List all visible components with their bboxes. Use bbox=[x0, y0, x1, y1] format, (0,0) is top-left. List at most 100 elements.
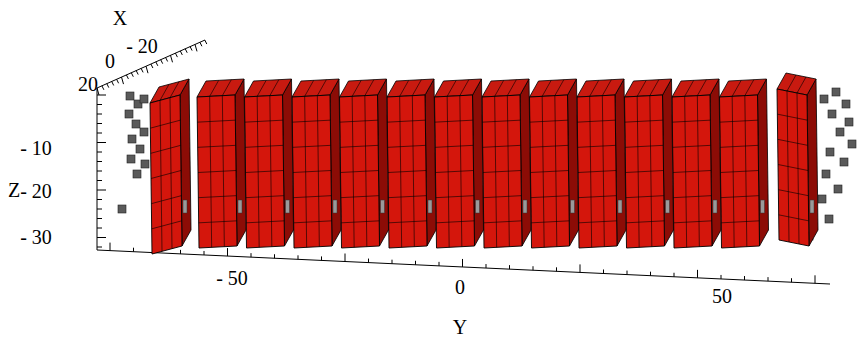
detector-module bbox=[340, 79, 389, 248]
tick-mark bbox=[195, 44, 197, 51]
tick-mark bbox=[161, 60, 163, 64]
tick-mark bbox=[171, 55, 173, 62]
sensor-block bbox=[132, 120, 140, 128]
sensor-block bbox=[286, 200, 290, 213]
tick-mark bbox=[107, 84, 109, 88]
sensor-block bbox=[818, 195, 826, 203]
axis-label: Y bbox=[453, 317, 467, 337]
detector-module bbox=[387, 79, 436, 248]
tick-mark bbox=[650, 272, 651, 276]
tick-mark bbox=[97, 123, 102, 124]
tick-mark bbox=[415, 261, 416, 265]
sensor-block bbox=[761, 200, 765, 213]
sensor-block bbox=[666, 200, 670, 213]
tick-mark bbox=[131, 73, 133, 77]
axis-label: 0 bbox=[105, 51, 115, 71]
sensor-block bbox=[127, 155, 135, 163]
tick-mark bbox=[251, 253, 252, 257]
tick-mark bbox=[97, 133, 102, 134]
tick-mark bbox=[97, 104, 102, 105]
detector-module bbox=[435, 79, 484, 248]
tick-mark bbox=[110, 243, 111, 251]
detector-module bbox=[245, 79, 294, 248]
tick-mark bbox=[509, 265, 510, 269]
tick-mark bbox=[180, 250, 181, 254]
tick-mark bbox=[117, 79, 119, 83]
axis-label: X bbox=[113, 8, 127, 28]
tick-mark bbox=[439, 262, 440, 266]
axis-label: Z bbox=[8, 180, 20, 200]
detector-module bbox=[720, 79, 769, 248]
tick-mark bbox=[298, 255, 299, 259]
sensor-block bbox=[828, 110, 836, 118]
tick-mark bbox=[97, 152, 102, 153]
tick-mark bbox=[141, 68, 143, 72]
sensor-block bbox=[523, 200, 527, 213]
tick-mark bbox=[146, 66, 148, 73]
sensor-block bbox=[476, 200, 480, 213]
tick-mark bbox=[97, 114, 102, 115]
sensor-block bbox=[820, 95, 828, 103]
tick-mark bbox=[204, 251, 205, 255]
sensor-block bbox=[848, 140, 856, 148]
sensor-block bbox=[713, 200, 717, 213]
tick-mark bbox=[368, 259, 369, 263]
tick-mark bbox=[122, 77, 124, 84]
sensor-block bbox=[118, 205, 126, 213]
tick-mark bbox=[97, 237, 106, 238]
tick-mark bbox=[156, 62, 158, 66]
sensor-block bbox=[834, 185, 842, 193]
tick-mark bbox=[126, 75, 128, 79]
tick-mark bbox=[180, 51, 182, 55]
sensor-block bbox=[128, 135, 136, 143]
sensor-block bbox=[822, 170, 830, 178]
tick-mark bbox=[97, 209, 102, 210]
sensor-block bbox=[832, 88, 840, 96]
tick-mark bbox=[274, 254, 275, 258]
tick-mark bbox=[200, 42, 202, 46]
axis-label: - 30 bbox=[20, 227, 52, 247]
tick-mark bbox=[462, 259, 463, 267]
tick-mark bbox=[533, 266, 534, 270]
detector-module bbox=[777, 73, 818, 246]
detector-module bbox=[577, 79, 626, 248]
tick-mark bbox=[136, 71, 138, 75]
tick-mark bbox=[768, 277, 769, 281]
tick-mark bbox=[97, 199, 102, 200]
tick-mark bbox=[580, 264, 581, 272]
tick-mark bbox=[815, 275, 816, 283]
detector-module bbox=[482, 79, 531, 248]
tick-mark bbox=[486, 264, 487, 268]
axis-label: - 20 bbox=[20, 181, 52, 201]
sensor-block bbox=[140, 128, 148, 136]
sensor-block bbox=[141, 160, 149, 168]
axis-label: - 20 bbox=[126, 36, 158, 56]
tick-mark bbox=[97, 190, 106, 191]
sensor-block bbox=[333, 200, 337, 213]
axis-label: 0 bbox=[455, 277, 465, 297]
sensor-block bbox=[842, 100, 850, 108]
sensor-block bbox=[826, 148, 834, 156]
sensor-block bbox=[810, 200, 814, 213]
sensor-block bbox=[183, 200, 187, 213]
tick-mark bbox=[190, 47, 192, 51]
detector-module bbox=[292, 79, 341, 248]
tick-mark bbox=[627, 271, 628, 275]
tick-mark bbox=[133, 248, 134, 252]
sensor-block bbox=[126, 92, 134, 100]
tick-mark bbox=[345, 254, 346, 262]
sensor-block bbox=[125, 110, 133, 118]
tick-mark bbox=[151, 64, 153, 68]
tick-mark bbox=[791, 278, 792, 282]
sensor-block bbox=[825, 215, 833, 223]
tick-mark bbox=[112, 81, 114, 85]
tick-mark bbox=[185, 49, 187, 53]
axis-label: 20 bbox=[78, 74, 98, 94]
tick-mark bbox=[392, 260, 393, 264]
sensor-block bbox=[140, 95, 148, 103]
sensor-block bbox=[381, 200, 385, 213]
tick-mark bbox=[175, 53, 177, 57]
axis-label: - 10 bbox=[20, 138, 52, 158]
axis-label: 50 bbox=[712, 286, 732, 306]
tick-mark bbox=[321, 256, 322, 260]
